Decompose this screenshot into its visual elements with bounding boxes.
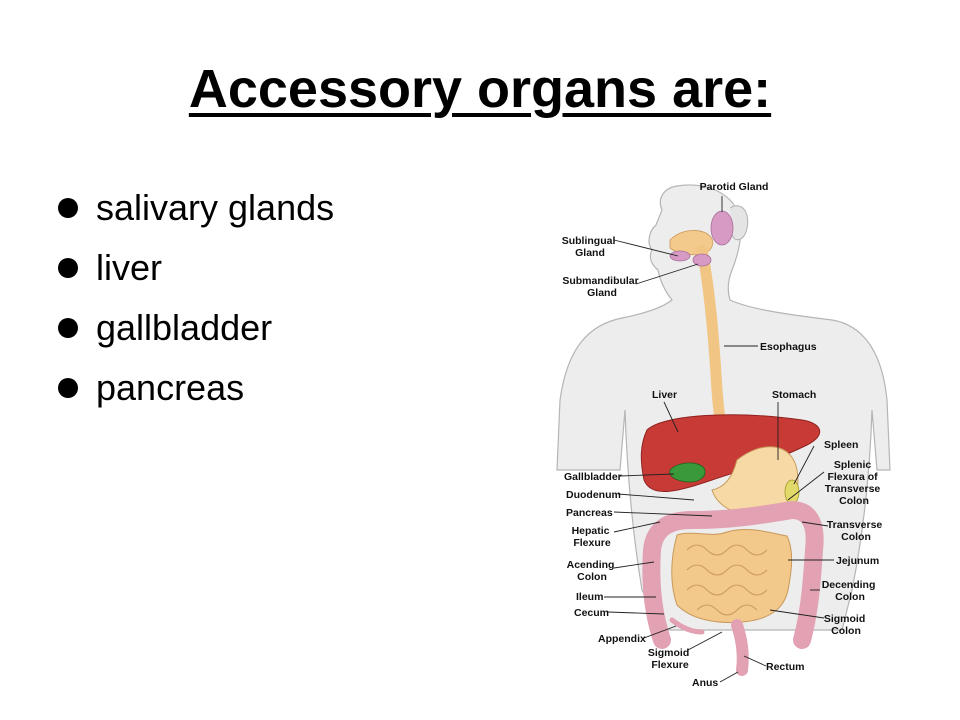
small-intestine-coils (686, 544, 768, 616)
leader-line (687, 631, 723, 651)
label-stomach: Stomach (772, 389, 816, 401)
sublingual-gland (669, 250, 691, 262)
leader-line (613, 511, 713, 517)
leader-line (719, 671, 739, 683)
label-sublingual-gland: Sublingual Gland (562, 235, 619, 259)
bullet-item: liver (58, 238, 334, 298)
bullet-text: salivary glands (96, 187, 335, 228)
label-liver: Liver (652, 389, 677, 401)
large-intestine (642, 500, 824, 649)
label-pancreas: Pancreas (566, 507, 613, 519)
rectum-organ (731, 619, 749, 676)
bullet-list: salivary glands liver gallbladder pancre… (58, 178, 334, 418)
digestive-system-figure: Parotid Gland Sublingual Gland Submandib… (552, 170, 892, 690)
label-esophagus: Esophagus (760, 341, 817, 353)
bullet-item: gallbladder (58, 298, 334, 358)
label-ileum: Ileum (576, 591, 603, 603)
label-rectum: Rectum (766, 661, 805, 673)
spleen-organ (784, 479, 800, 505)
bullet-icon (58, 258, 78, 278)
gallbladder-organ (669, 462, 706, 483)
leader-line (663, 401, 679, 433)
leader-line (793, 445, 815, 485)
leader-line (743, 655, 767, 667)
submandibular-gland (692, 253, 712, 267)
label-sigmoid-colon: Sigmoid Colon (824, 613, 868, 637)
bullet-item: salivary glands (58, 178, 334, 238)
leader-line (613, 239, 679, 257)
bullet-text: gallbladder (96, 307, 273, 348)
digestive-system-illustration: Parotid Gland Sublingual Gland Submandib… (556, 181, 891, 689)
label-spleen: Spleen (824, 439, 858, 451)
label-ascending-colon: Acending Colon (567, 559, 618, 583)
appendix-organ (669, 617, 705, 635)
leader-line (617, 493, 695, 501)
leader-line (643, 625, 677, 639)
bullet-text: pancreas (96, 367, 245, 408)
label-anus: Anus (692, 677, 718, 689)
leader-line (787, 471, 825, 501)
bullet-icon (58, 198, 78, 218)
label-parotid-gland: Parotid Gland (700, 181, 769, 193)
slide-title: Accessory organs are: (188, 59, 772, 119)
ear-shape (729, 205, 749, 241)
label-cecum: Cecum (574, 607, 609, 619)
label-jejunum: Jejunum (836, 555, 879, 567)
label-appendix: Appendix (598, 633, 646, 645)
label-gallbladder: Gallbladder (564, 471, 622, 483)
bullet-item: pancreas (58, 358, 334, 418)
label-transverse-colon: Transverse Colon (827, 519, 885, 543)
bullet-icon (58, 378, 78, 398)
label-hepatic-flexure: Hepatic Flexure (572, 525, 613, 549)
leader-line (607, 611, 665, 615)
label-sigmoid-flexure: Sigmoid Flexure (648, 647, 692, 671)
parotid-gland (710, 210, 734, 246)
label-splenic-flexure: Splenic Flexura of Transverse Colon (825, 459, 883, 507)
leader-line (613, 521, 661, 533)
label-submandibular-gland: Submandibular Gland (562, 275, 641, 299)
leader-line (801, 521, 829, 527)
bullet-icon (58, 318, 78, 338)
label-duodenum: Duodenum (566, 489, 621, 501)
leader-line (635, 263, 699, 285)
small-intestine (671, 529, 793, 623)
leader-line (613, 561, 655, 569)
leader-line (619, 473, 675, 477)
label-descending-colon: Decending Colon (822, 579, 879, 603)
bullet-text: liver (96, 247, 163, 288)
leader-line (769, 609, 825, 619)
